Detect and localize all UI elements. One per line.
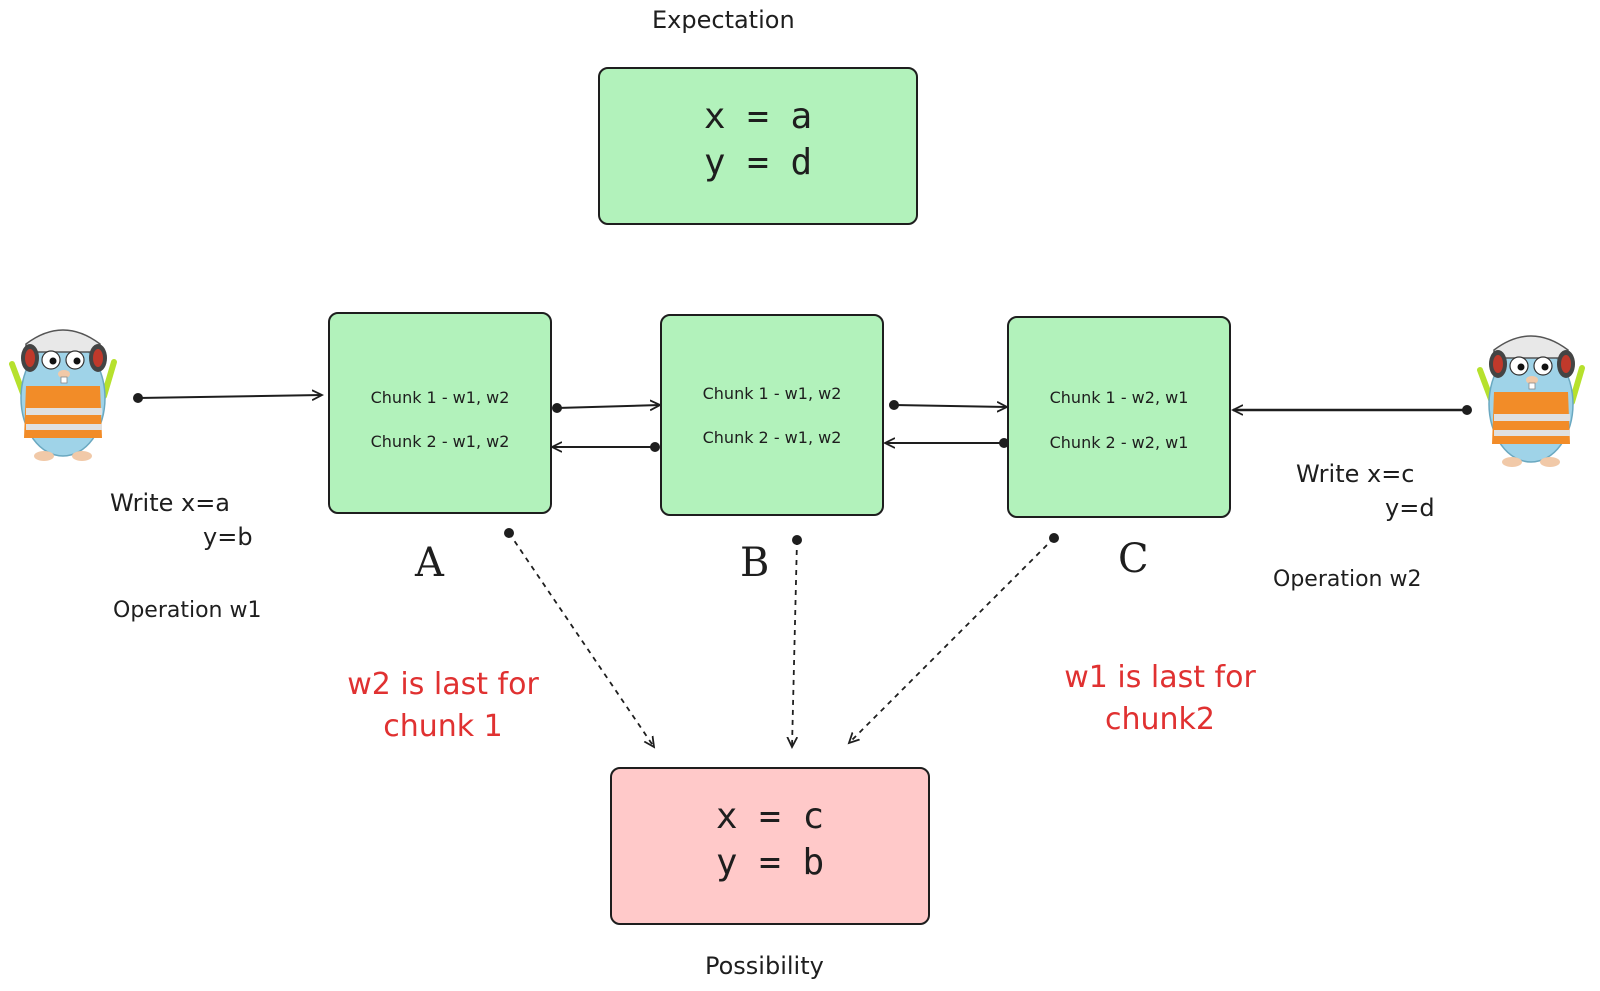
- writer-left-operation: Operation w1: [113, 598, 262, 623]
- node-b-chunk-2: Chunk 2 - w1, w2: [702, 428, 842, 447]
- node-c-chunk-2: Chunk 2 - w2, w1: [1049, 433, 1189, 452]
- expectation-box: x = a y = d: [598, 67, 918, 225]
- arrow-writer-left-to-a: [133, 393, 322, 403]
- possibility-line-y: y = b: [715, 842, 825, 883]
- note-left-line-1: w2 is last for: [347, 667, 539, 702]
- note-left-line-2: chunk 1: [383, 709, 503, 744]
- node-b-label: B: [740, 540, 770, 586]
- arrow-a-to-b: [552, 403, 660, 413]
- gopher-construction-icon: [4, 316, 122, 466]
- gopher-construction-icon-right: [1472, 322, 1590, 472]
- dashed-arrow-c-to-possibility: [849, 533, 1059, 743]
- node-c-label: C: [1118, 536, 1149, 582]
- expectation-line-y: y = d: [703, 142, 813, 183]
- dashed-arrow-a-to-possibility: [504, 528, 654, 747]
- note-right-line-2: chunk2: [1105, 702, 1215, 737]
- note-right: w1 is last for chunk2: [1035, 657, 1285, 741]
- arrow-b-to-a: [552, 442, 660, 452]
- writer-right-y: y=d: [1385, 494, 1435, 522]
- note-left: w2 is last for chunk 1: [318, 664, 568, 748]
- arrow-writer-right-to-c: [1233, 405, 1472, 415]
- writer-left-write: Write x=a: [110, 489, 231, 517]
- node-a-chunk-1: Chunk 1 - w1, w2: [370, 388, 510, 407]
- possibility-line-x: x = c: [715, 796, 825, 837]
- possibility-title: Possibility: [705, 952, 824, 980]
- dashed-arrow-b-to-possibility: [792, 535, 802, 747]
- arrow-c-to-b: [885, 438, 1009, 448]
- node-b-box: Chunk 1 - w1, w2 Chunk 2 - w1, w2: [660, 314, 884, 516]
- writer-left-y: y=b: [203, 523, 253, 551]
- node-c-box: Chunk 1 - w2, w1 Chunk 2 - w2, w1: [1007, 316, 1231, 518]
- writer-right-write: Write x=c: [1296, 460, 1415, 488]
- note-right-line-1: w1 is last for: [1064, 660, 1256, 695]
- arrow-b-to-c: [889, 400, 1007, 410]
- node-a-chunk-2: Chunk 2 - w1, w2: [370, 432, 510, 451]
- possibility-box: x = c y = b: [610, 767, 930, 925]
- expectation-line-x: x = a: [703, 96, 813, 137]
- expectation-title: Expectation: [652, 6, 795, 34]
- node-a-box: Chunk 1 - w1, w2 Chunk 2 - w1, w2: [328, 312, 552, 514]
- node-b-chunk-1: Chunk 1 - w1, w2: [702, 384, 842, 403]
- writer-right-operation: Operation w2: [1273, 567, 1422, 592]
- node-a-label: A: [415, 540, 444, 586]
- node-c-chunk-1: Chunk 1 - w2, w1: [1049, 388, 1189, 407]
